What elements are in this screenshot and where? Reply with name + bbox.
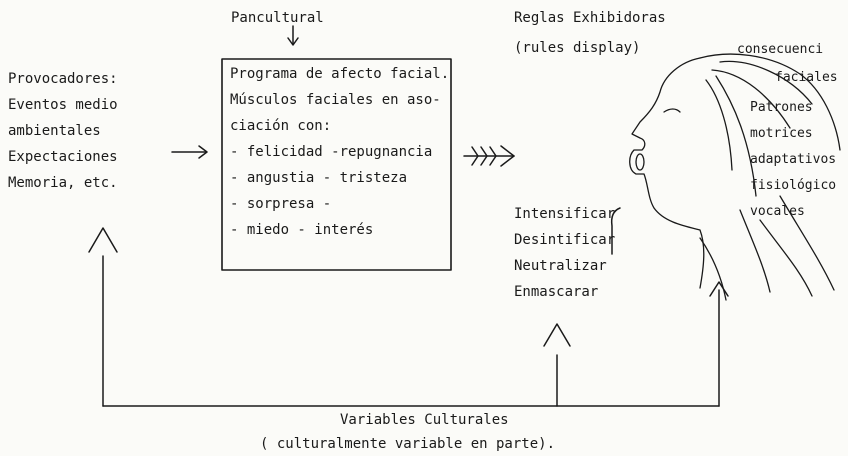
acciones-bracket (610, 207, 621, 255)
programa-line: ciación con: (230, 118, 332, 134)
provocadores-line: Eventos medio (8, 97, 118, 113)
feedback-arrowhead-right (709, 281, 729, 297)
variables-title: Variables Culturales (340, 412, 509, 428)
patrones-line: fisiológico (750, 178, 837, 193)
programa-box (221, 58, 452, 271)
hatch-3 (489, 146, 497, 166)
programa-line: - angustia - tristeza (230, 170, 408, 186)
face-sketch (629, 53, 841, 301)
pancultural-arrowhead (287, 37, 299, 46)
hatch-2 (480, 146, 488, 166)
provocadores-arrowhead (198, 145, 208, 159)
consecuencias-line: consecuenci (737, 42, 824, 57)
programa-line: - miedo - interés (230, 222, 374, 238)
programa-line: - felicidad -repugnancia (230, 144, 433, 160)
feedback-arrowhead-middle (543, 323, 571, 347)
reglas-title: Reglas Exhibidoras (514, 10, 666, 26)
accion-item: Desintificar (514, 232, 616, 248)
hatched-arrowhead (500, 145, 515, 167)
patrones-line: motrices (750, 126, 813, 141)
provocadores-line: ambientales (8, 123, 101, 139)
hatch-1 (471, 146, 479, 166)
accion-item: Intensificar (514, 206, 616, 222)
consecuencias-line: faciales (775, 70, 838, 85)
accion-item: Neutralizar (514, 258, 607, 274)
reglas-subtitle: (rules display) (514, 40, 641, 56)
feedback-arrowhead-left (88, 227, 118, 253)
provocadores-line: Provocadores: (8, 71, 118, 87)
patrones-line: adaptativos (750, 152, 837, 167)
programa-line: Músculos faciales en aso- (230, 92, 441, 108)
patrones-line: Patrones (750, 100, 813, 115)
accion-item: Enmascarar (514, 284, 599, 300)
pancultural-label: Pancultural (231, 10, 324, 26)
provocadores-line: Expectaciones (8, 149, 118, 165)
programa-line: Programa de afecto facial. (230, 66, 450, 82)
variables-subtitle: ( culturalmente variable en parte). (260, 436, 556, 452)
patrones-line: vocales (750, 204, 805, 219)
provocadores-line: Memoria, etc. (8, 175, 118, 191)
programa-line: - sorpresa - (230, 196, 332, 212)
